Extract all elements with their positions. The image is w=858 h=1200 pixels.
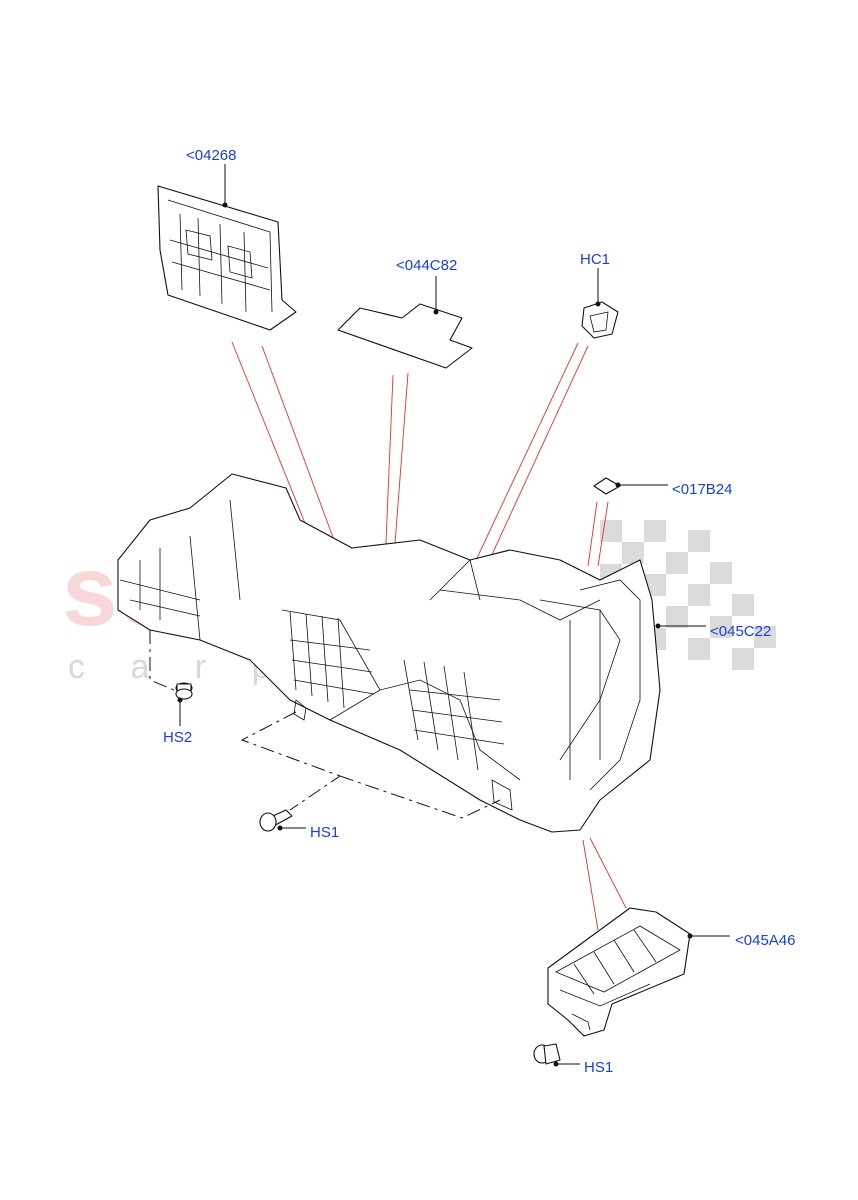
callout-045C22[interactable]: <045C22 — [710, 623, 771, 640]
callout-HS2[interactable]: HS2 — [163, 729, 192, 746]
callout-labels: <04268 <044C82 HC1 <017B24 <045C22 HS2 H… — [163, 147, 795, 1076]
callout-HS1-lower[interactable]: HS1 — [584, 1059, 613, 1076]
callout-04268[interactable]: <04268 — [186, 147, 236, 164]
part-HS2-screw[interactable] — [175, 682, 193, 700]
callout-017B24[interactable]: <017B24 — [672, 481, 732, 498]
part-045C22-console-housing[interactable] — [117, 473, 661, 833]
callout-045A46[interactable]: <045A46 — [735, 932, 795, 949]
assembly-dash-lines — [149, 630, 501, 819]
part-HS1-screw-upper[interactable] — [259, 809, 293, 832]
part-045A46-tray[interactable] — [547, 907, 691, 1037]
callout-HS1-upper[interactable]: HS1 — [310, 824, 339, 841]
callout-HC1[interactable]: HC1 — [580, 251, 610, 268]
part-04268-panel[interactable] — [157, 185, 297, 331]
part-044C82-pad[interactable] — [337, 303, 473, 369]
part-HC1-clip[interactable] — [581, 301, 619, 339]
part-HS1-screw-lower[interactable] — [533, 1043, 561, 1065]
callout-leaders — [177, 164, 730, 1067]
callout-044C82[interactable]: <044C82 — [396, 257, 457, 274]
